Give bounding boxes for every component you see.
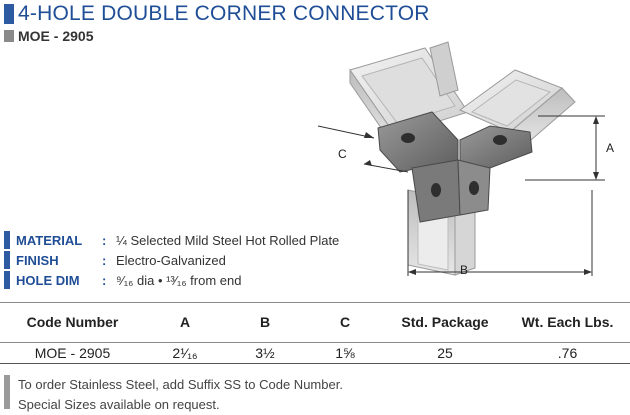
spec-list: MATERIAL : ¼ Selected Mild Steel Hot Rol… <box>4 230 339 290</box>
spec-table: Code Number A B C Std. Package Wt. Each … <box>0 302 630 364</box>
col-header-c: C <box>305 302 385 343</box>
cell-weight: .76 <box>505 342 630 364</box>
cell-a: 2¹⁄₁₆ <box>145 342 225 364</box>
dimension-a <box>525 115 605 181</box>
dim-a-label: A <box>606 141 614 155</box>
cell-code: MOE - 2905 <box>0 342 145 364</box>
cell-package: 25 <box>385 342 505 364</box>
note-stainless: To order Stainless Steel, add Suffix SS … <box>18 377 343 392</box>
col-header-weight: Wt. Each Lbs. <box>505 302 630 343</box>
dimension-b <box>407 190 593 276</box>
subtitle-row: MOE - 2905 <box>4 28 93 44</box>
title-accent-bar <box>4 4 14 24</box>
dimension-c <box>317 125 409 173</box>
notes-block: To order Stainless Steel, add Suffix SS … <box>4 375 343 415</box>
spec-value: ⁹⁄₁₆ dia • ¹³⁄₁₆ from end <box>116 272 242 288</box>
spec-colon: : <box>102 272 107 288</box>
spec-accent-bar <box>4 271 10 289</box>
spec-finish: FINISH : Electro-Galvanized <box>4 250 339 270</box>
spec-label: MATERIAL <box>16 232 83 248</box>
table-row: MOE - 2905 2¹⁄₁₆ 3½ 1⅝ 25 .76 <box>0 342 630 364</box>
connector-illustration: A B C <box>317 41 614 277</box>
spec-value: Electro-Galvanized <box>116 252 226 268</box>
note-special-sizes: Special Sizes available on request. <box>18 397 220 412</box>
dim-c-label: C <box>338 147 347 161</box>
spec-colon: : <box>102 252 107 268</box>
spec-label: FINISH <box>16 252 59 268</box>
upper-post <box>429 41 459 97</box>
product-title: 4-HOLE DOUBLE CORNER CONNECTOR <box>18 2 430 25</box>
table-header-row: Code Number A B C Std. Package Wt. Each … <box>0 302 630 343</box>
subtitle-accent-bar <box>4 30 14 42</box>
title-row: 4-HOLE DOUBLE CORNER CONNECTOR <box>4 2 430 26</box>
spec-hole-dim: HOLE DIM : ⁹⁄₁₆ dia • ¹³⁄₁₆ from end <box>4 270 339 290</box>
cell-b: 3½ <box>225 342 305 364</box>
cell-c: 1⅝ <box>305 342 385 364</box>
col-header-b: B <box>225 302 305 343</box>
connector-plates <box>377 111 533 223</box>
spec-colon: : <box>102 232 107 248</box>
product-code: MOE - 2905 <box>18 28 94 44</box>
spec-accent-bar <box>4 251 10 269</box>
col-header-a: A <box>145 302 225 343</box>
dim-b-label: B <box>460 263 468 277</box>
spec-material: MATERIAL : ¼ Selected Mild Steel Hot Rol… <box>4 230 339 250</box>
spec-label: HOLE DIM <box>16 272 80 288</box>
notes-text: To order Stainless Steel, add Suffix SS … <box>18 375 343 415</box>
spec-accent-bar <box>4 231 10 249</box>
col-header-package: Std. Package <box>385 302 505 343</box>
col-header-code: Code Number <box>0 302 145 343</box>
notes-accent-bar <box>4 375 10 409</box>
spec-value: ¼ Selected Mild Steel Hot Rolled Plate <box>116 232 340 248</box>
